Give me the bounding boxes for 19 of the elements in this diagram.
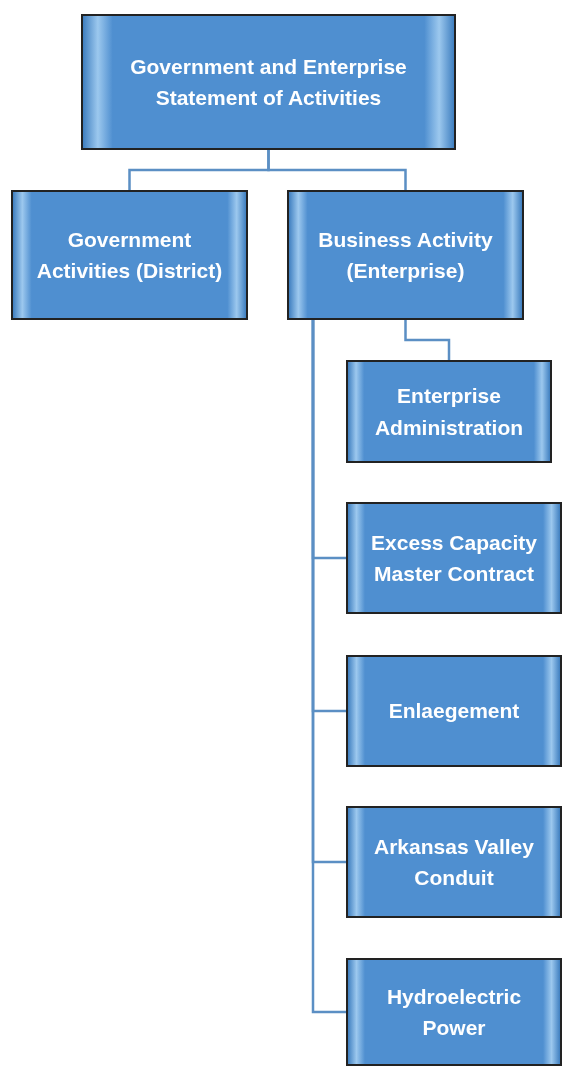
- org-box: [11, 190, 248, 320]
- org-box: [81, 14, 456, 150]
- org-box: [346, 958, 562, 1066]
- box-label: Enlaegement: [387, 698, 521, 725]
- box-label: Government and Enterprise Statement of Activities: [129, 53, 408, 111]
- box-label: Hydroelectric Power: [385, 983, 523, 1041]
- org-box: [346, 360, 552, 463]
- connector-line: [267, 150, 407, 190]
- box-label: Arkansas Valley Conduit: [373, 833, 535, 891]
- org-box: [346, 655, 562, 767]
- org-box: [287, 190, 524, 320]
- connector-line: [311, 320, 346, 1014]
- connector-line: [404, 320, 451, 360]
- box-label: Government Activities (District): [35, 226, 224, 284]
- box-label: Business Activity (Enterprise): [317, 226, 494, 284]
- box-label: Enterprise Administration: [373, 383, 525, 441]
- org-box: [346, 806, 562, 918]
- box-label: Excess Capacity Master Contract: [370, 529, 538, 587]
- org-box: [346, 502, 562, 614]
